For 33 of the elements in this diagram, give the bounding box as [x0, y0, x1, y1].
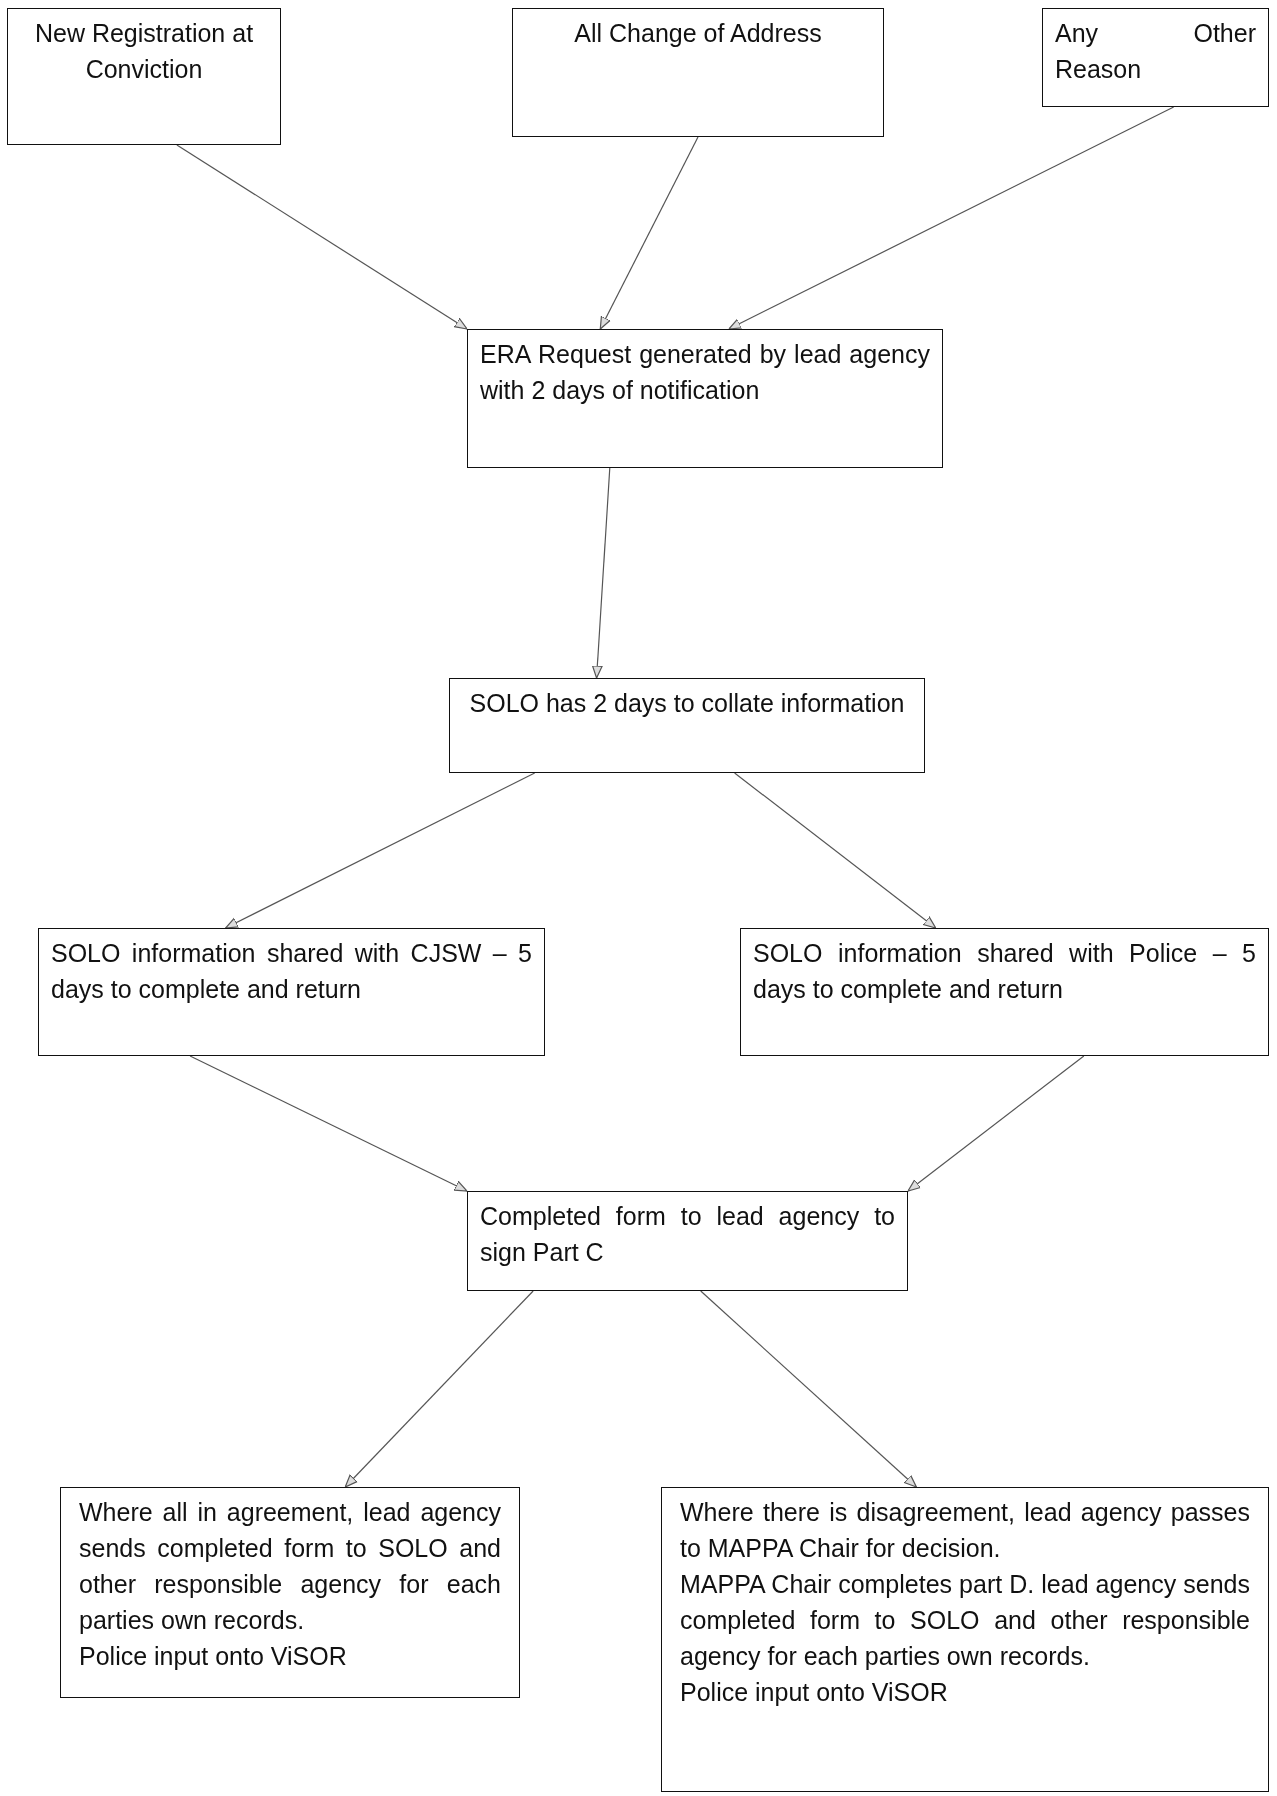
- box-text: SOLO information shared with Police – 5 days to complete and return: [753, 938, 1256, 1005]
- process-box: [38, 928, 545, 1056]
- box-text: Completed form to lead agency to sign Part C: [480, 1201, 895, 1268]
- process-box: [740, 928, 1269, 1056]
- box-text: MAPPA Chair completes part D. lead agency sends completed form to SOLO and other responsible agency for each parties own records.: [680, 1569, 1250, 1672]
- arrow: [189, 1055, 468, 1192]
- box-text: Police input onto ViSOR: [680, 1677, 949, 1708]
- box-text: Where all in agreement, lead agency sends completed form to SOLO and other responsible agency for each parties own records.: [79, 1497, 501, 1636]
- arrow: [599, 136, 699, 330]
- process-box: [449, 678, 925, 773]
- process-box: [7, 8, 281, 145]
- box-text: SOLO has 2 days to collate information: [468, 688, 906, 719]
- arrow: [700, 1290, 917, 1488]
- arrow: [225, 772, 536, 929]
- process-box: [1042, 8, 1269, 107]
- box-text: New Registration at Conviction: [33, 18, 255, 85]
- process-box: [512, 8, 884, 137]
- arrow: [591, 467, 611, 679]
- box-text: All Change of Address: [573, 18, 823, 49]
- process-box: [661, 1487, 1269, 1792]
- box-text: Police input onto ViSOR: [79, 1641, 348, 1672]
- arrow: [734, 772, 937, 929]
- process-box: [60, 1487, 520, 1698]
- arrow: [344, 1290, 534, 1488]
- process-box: [467, 329, 943, 468]
- box-text: SOLO information shared with CJSW – 5 days to complete and return: [51, 938, 532, 1005]
- arrow: [728, 106, 1175, 330]
- box-text: ERA Request generated by lead agency with 2 days of notification: [480, 339, 930, 406]
- box-text: Any Other Reason: [1055, 18, 1256, 85]
- arrow: [176, 144, 468, 330]
- box-text: Where there is disagreement, lead agency passes to MAPPA Chair for decision.: [680, 1497, 1250, 1564]
- process-box: [467, 1191, 908, 1291]
- arrow: [907, 1055, 1085, 1192]
